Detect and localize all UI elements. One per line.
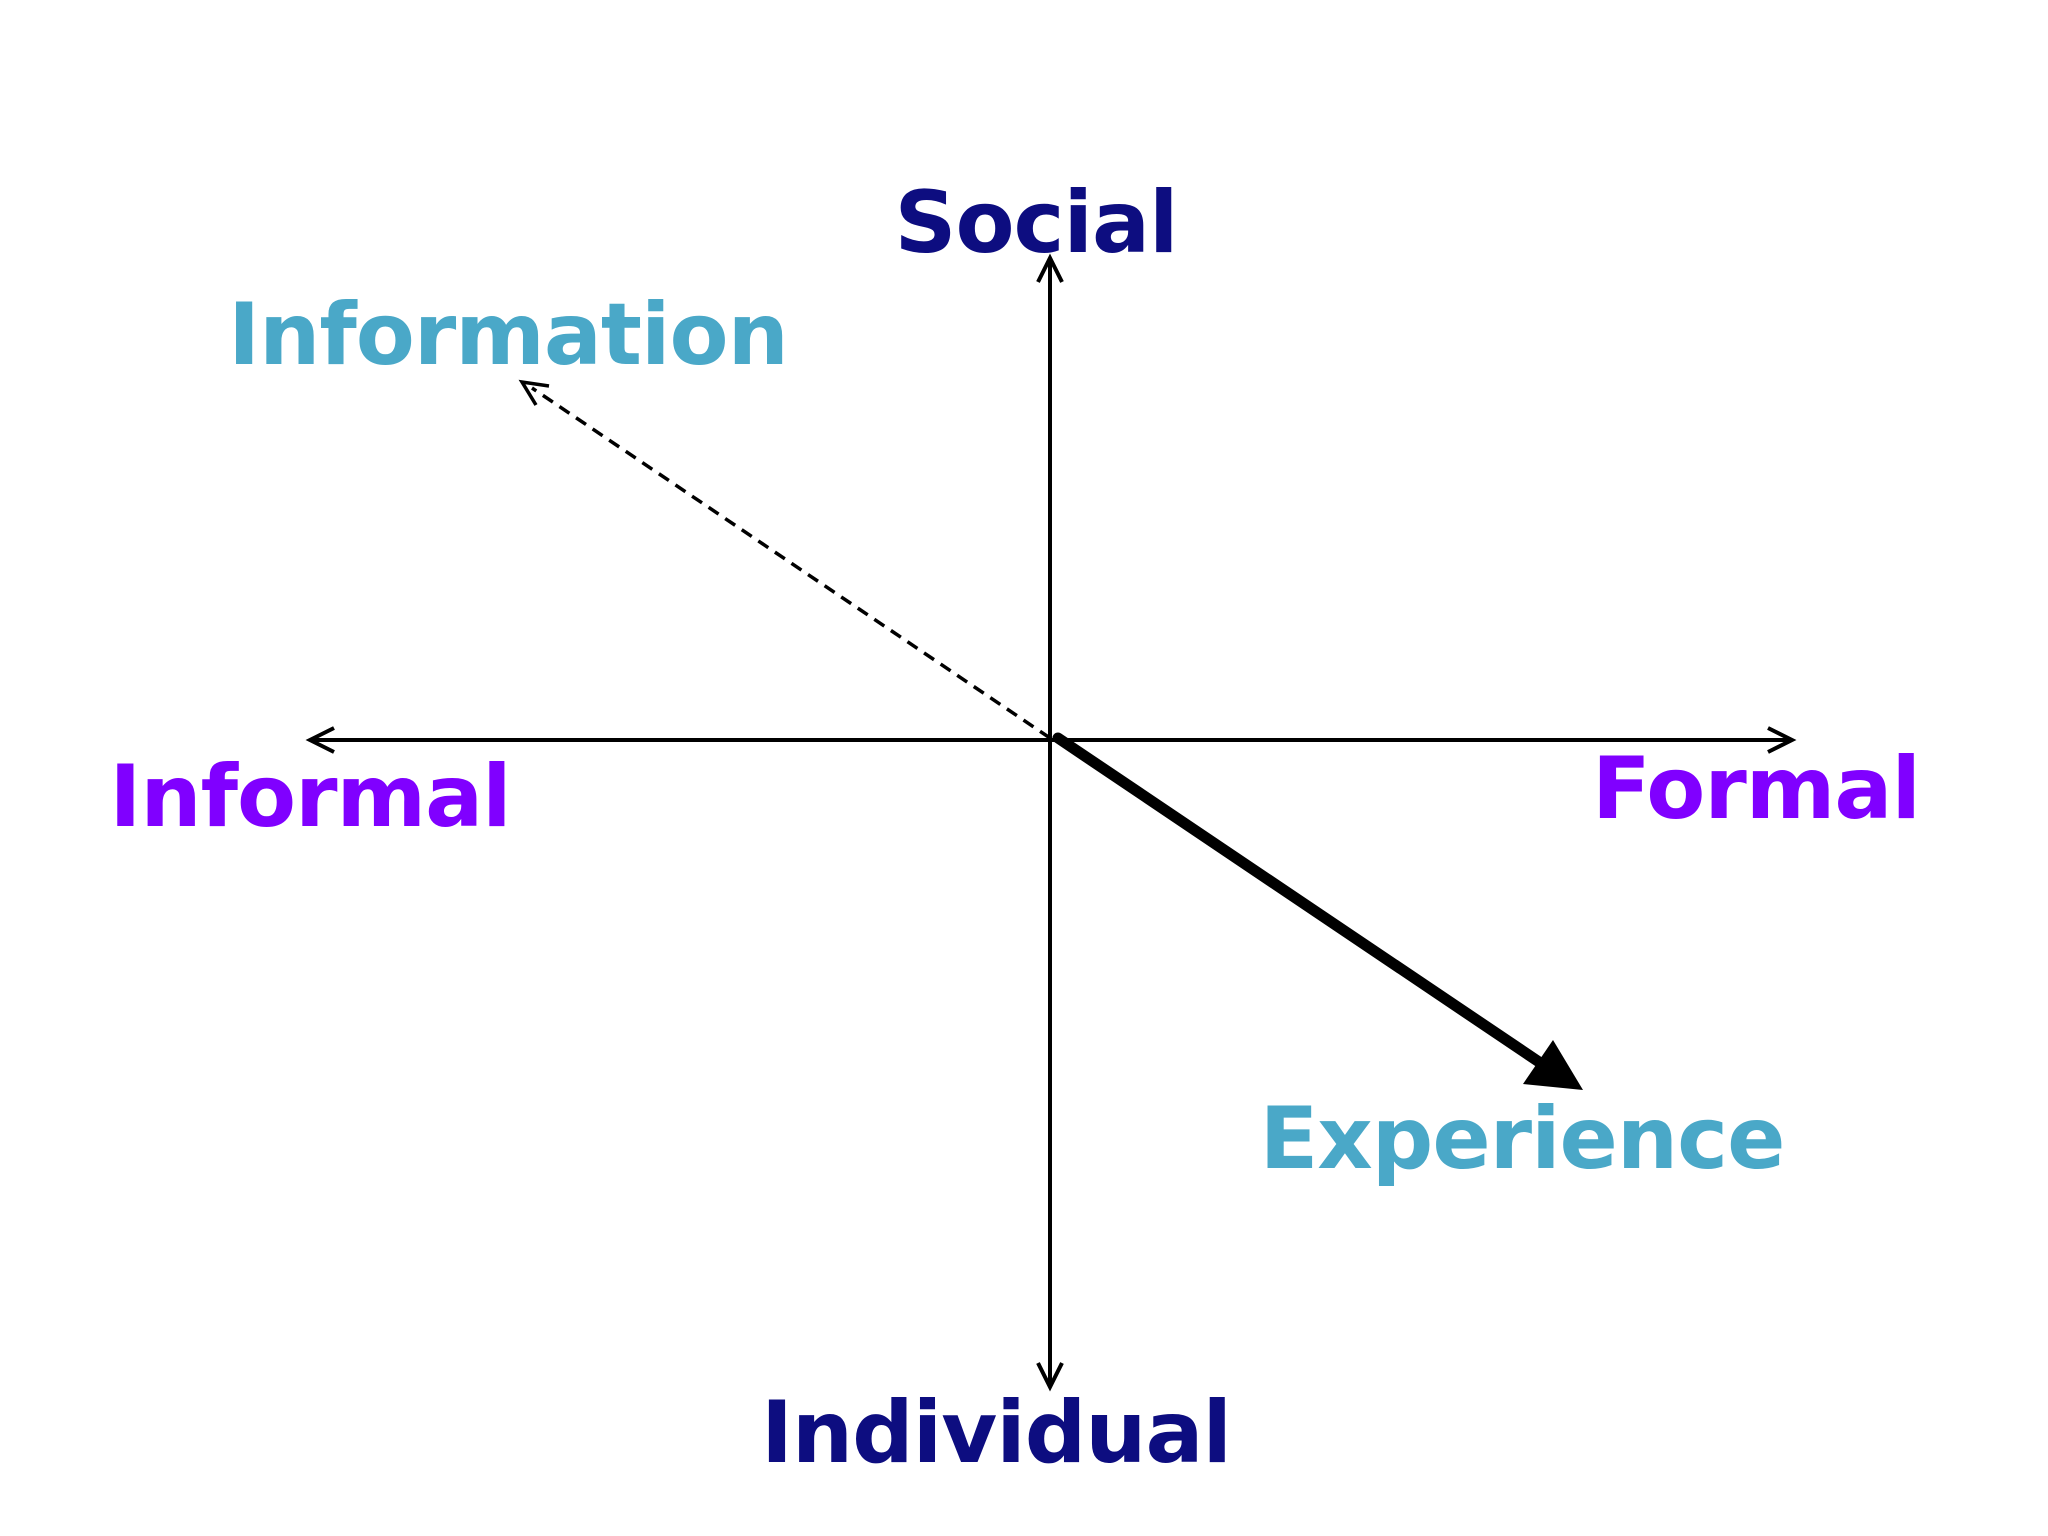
- individual-label: Individual: [761, 1383, 1231, 1483]
- experience-vector: [1052, 732, 1583, 1090]
- information-vector-line: [531, 386, 1051, 740]
- informal-label: Informal: [109, 747, 510, 847]
- individual-arrowhead: [1036, 1362, 1064, 1392]
- informal-arrowhead: [305, 726, 335, 754]
- horizontal-axis: [305, 726, 1797, 754]
- information-vector: [518, 379, 1051, 740]
- vertical-axis: [1036, 253, 1064, 1392]
- formal-label: Formal: [1592, 739, 1920, 839]
- experience-label: Experience: [1260, 1089, 1785, 1189]
- social-label: Social: [895, 173, 1178, 273]
- information-label: Information: [228, 285, 788, 385]
- social-arrowhead: [1036, 253, 1064, 283]
- information-arrowhead: [518, 379, 550, 406]
- formal-arrowhead: [1767, 726, 1797, 754]
- experience-vector-line: [1052, 732, 1554, 1074]
- experience-arrowhead: [1523, 1040, 1583, 1090]
